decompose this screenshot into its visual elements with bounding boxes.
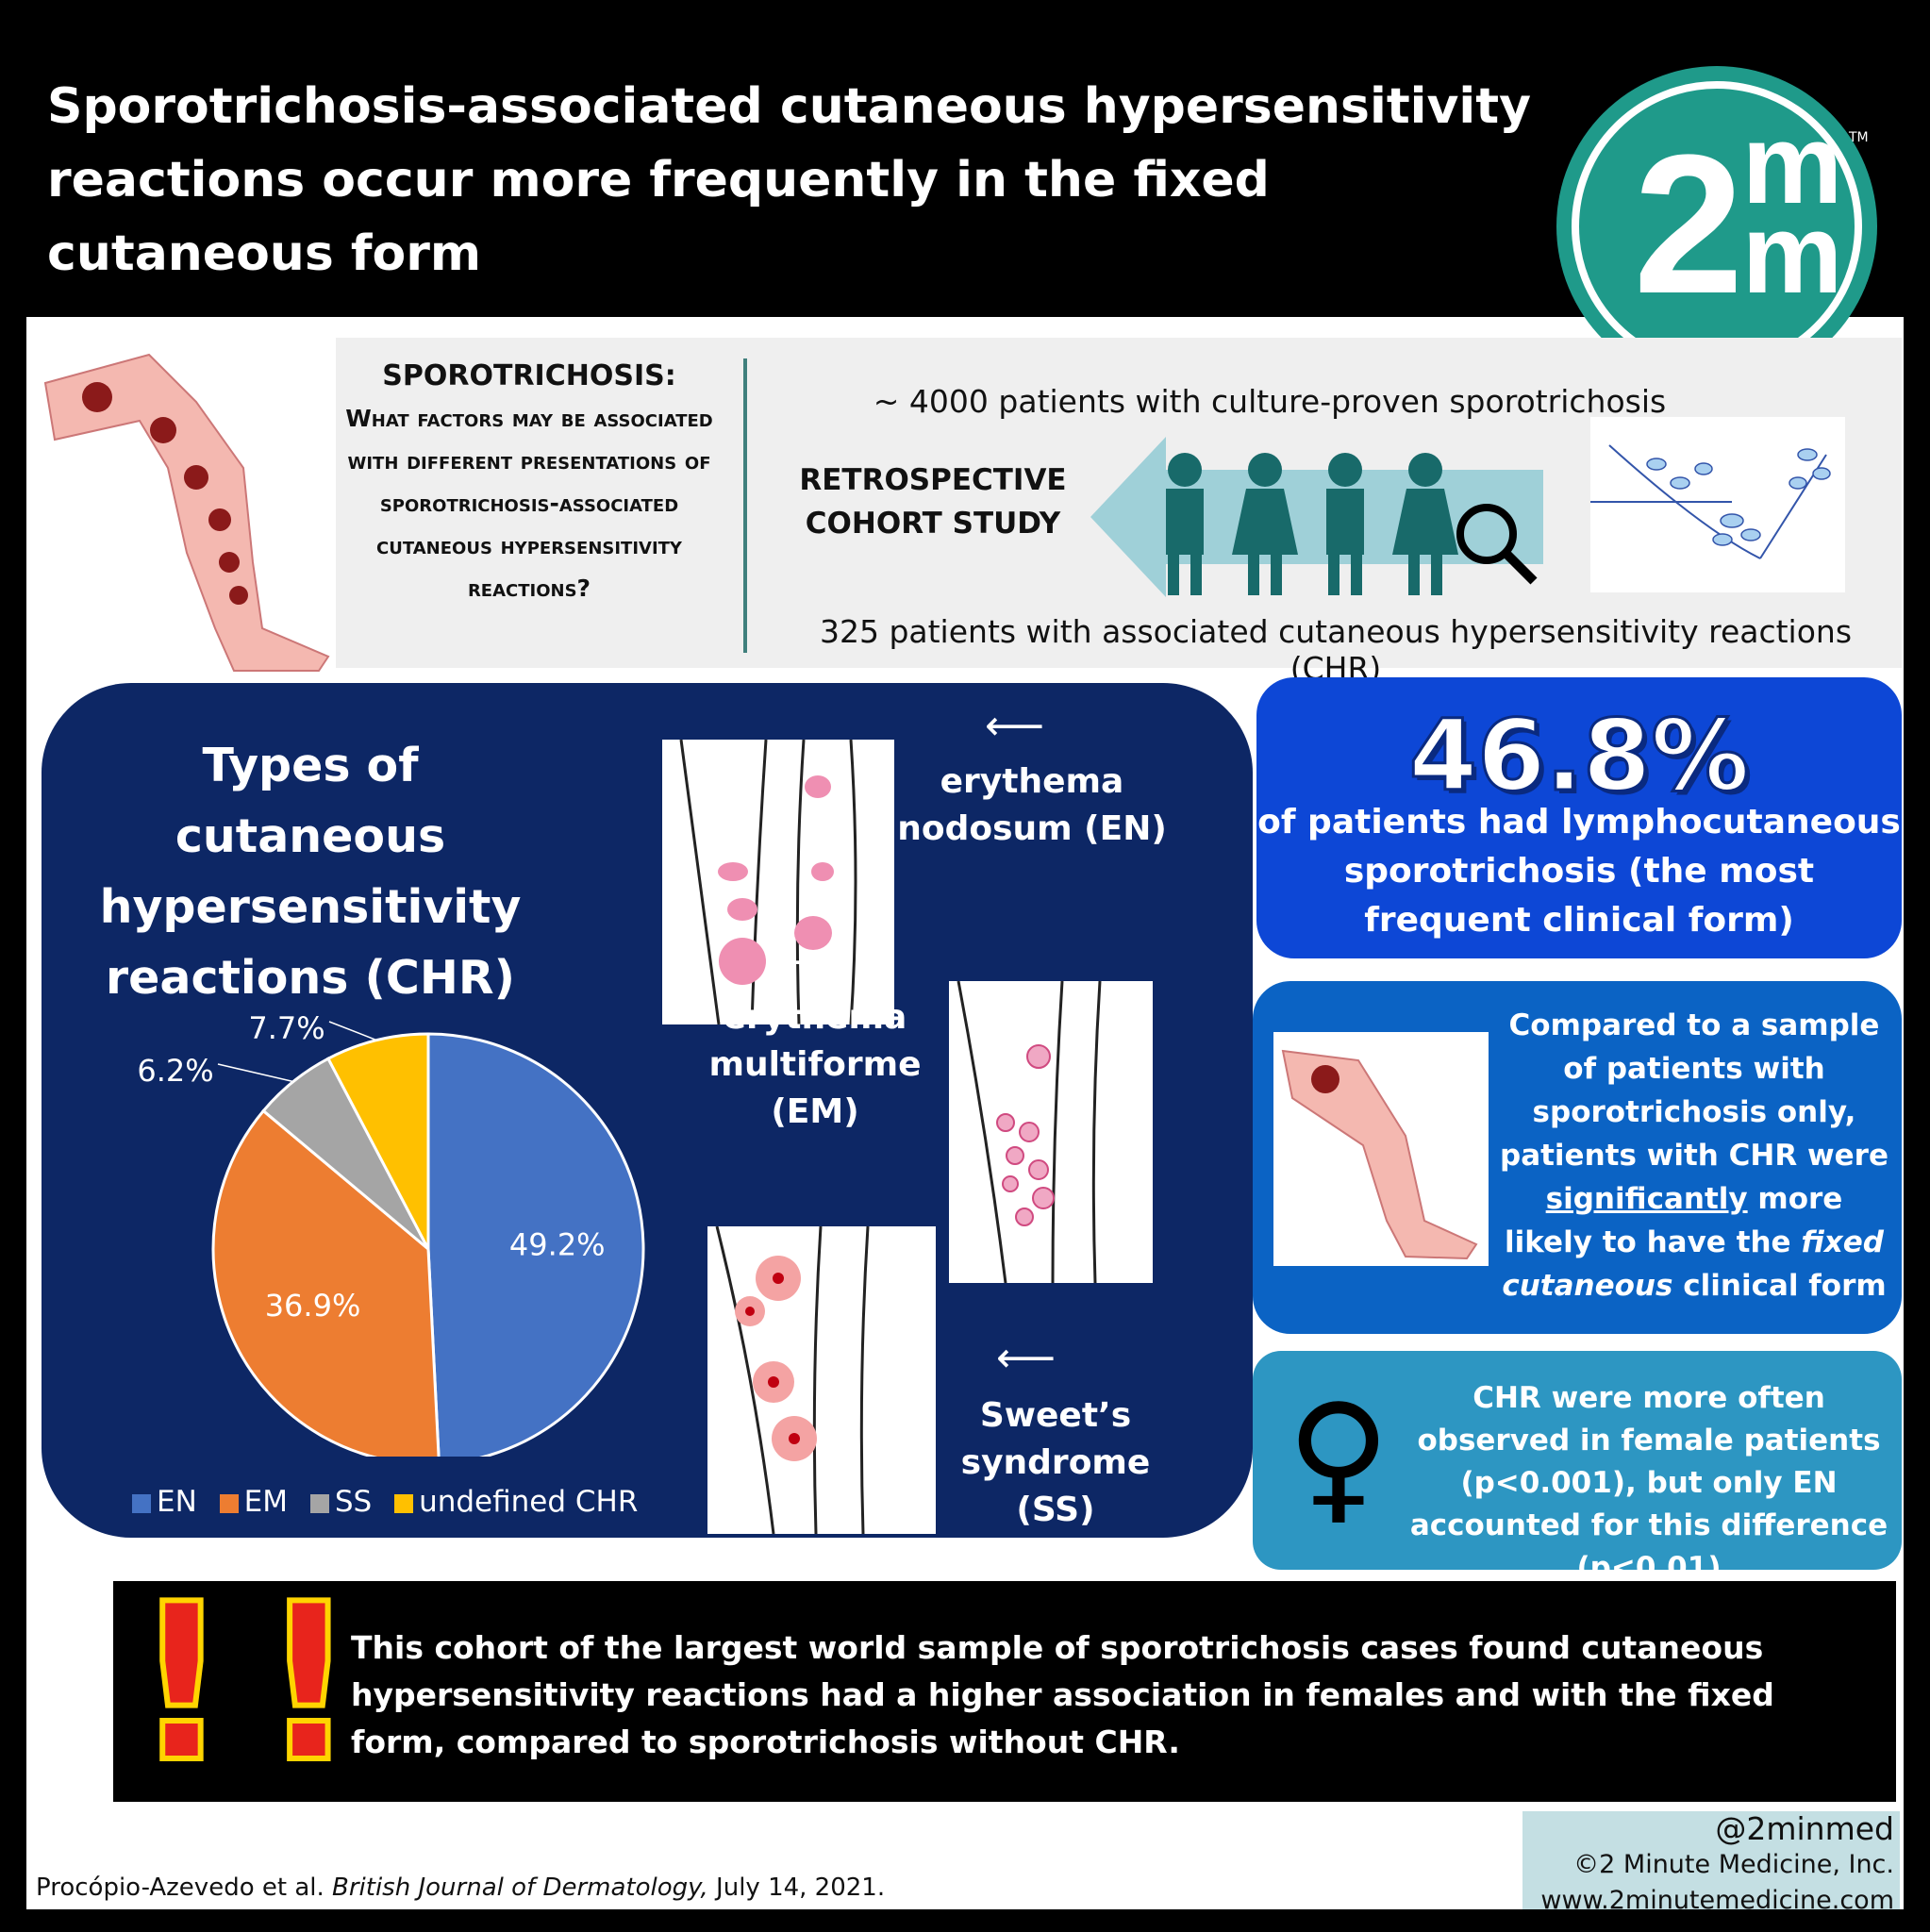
leg-illustration xyxy=(43,353,330,672)
slice-en xyxy=(426,1032,645,1457)
conclusion-text: This cohort of the largest world sample … xyxy=(351,1629,1774,1760)
pie-legend: EN EM SS undefined CHR xyxy=(132,1485,651,1519)
legend-item-en: EN xyxy=(132,1485,197,1519)
label-en: erythema nodosum (EN) xyxy=(897,762,1167,848)
fixed-form-card: Compared to a sample of patients with sp… xyxy=(1253,981,1902,1334)
logo-two: 2 xyxy=(1634,113,1744,335)
label-em: erythema multiforme (EM) xyxy=(708,998,922,1131)
leg-lesion-illustration xyxy=(1273,1032,1489,1266)
question-body: What factors may be associated with diff… xyxy=(345,405,713,602)
patients-arrow-icon xyxy=(1090,437,1543,597)
question-block: SPOROTRICHOSIS: What factors may be asso… xyxy=(336,355,723,609)
company: ©2 Minute Medicine, Inc. xyxy=(1573,1850,1894,1879)
citation: Procópio-Azevedo et al. British Journal … xyxy=(36,1874,886,1902)
credit-box: @2minmed ©2 Minute Medicine, Inc. www.2m… xyxy=(1522,1810,1900,1915)
lymphocutaneous-stat-card: 46.8% of patients had lymphocutaneous sp… xyxy=(1256,677,1902,958)
arrow-left-icon: ⟵ xyxy=(985,702,1045,750)
website-link[interactable]: www.2minutemedicine.com xyxy=(1540,1886,1894,1915)
legend-item-em: EM xyxy=(219,1485,288,1519)
en-illustration xyxy=(662,740,894,1024)
slice-em xyxy=(211,1108,441,1457)
logo-m-top: m xyxy=(1742,101,1843,227)
slice-undefined xyxy=(325,1032,430,1250)
cohort-size: ~ 4000 patients with culture-proven spor… xyxy=(873,383,1667,420)
title-bar: Sporotrichosis-associated cutaneous hype… xyxy=(26,43,1904,387)
female-text: CHR were more often observed in female p… xyxy=(1409,1381,1888,1585)
logo-m-bottom: m xyxy=(1742,191,1843,317)
arrow-left-icon-2: ⟵ xyxy=(996,1334,1057,1382)
page-title: Sporotrichosis-associated cutaneous hype… xyxy=(47,78,1531,282)
arrow-right-icon: ⟶ xyxy=(768,938,828,986)
brand-logo: 2 m m TM xyxy=(1556,66,1877,387)
chr-pie-chart: 49.2% 36.9% 6.2% 7.7% xyxy=(137,1010,645,1457)
leader-line-slice-undefined xyxy=(328,1021,377,1041)
twitter-handle: @2minmed xyxy=(1715,1810,1894,1847)
stat-text: of patients had lymphocutaneous sporotri… xyxy=(1257,803,1901,940)
legend-item-undefined: undefined CHR xyxy=(394,1485,638,1519)
study-design: RETROSPECTIVE COHORT STUDY xyxy=(799,463,1067,541)
pie-label-slice-ss: 6.2% xyxy=(137,1053,213,1089)
stat-value: 46.8% xyxy=(1407,697,1751,815)
conclusion-box: !! This cohort of the largest world samp… xyxy=(113,1559,1896,1810)
chr-types-panel: Types of cutaneous hypersensitivity reac… xyxy=(42,683,1253,1538)
chr-count: 325 patients with associated cutaneous h… xyxy=(819,613,1853,687)
pie-label-slice-en: 49.2% xyxy=(509,1227,606,1263)
label-ss: Sweet’s syndrome (SS) xyxy=(960,1396,1151,1529)
content-area: Sporotrichosis-associated cutaneous hype… xyxy=(26,43,1904,1915)
legend-item-ss: SS xyxy=(309,1485,372,1519)
em-illustration xyxy=(949,981,1153,1283)
female-card: ♀ CHR were more often observed in female… xyxy=(1253,1351,1902,1585)
magnifier-icon xyxy=(1456,504,1517,564)
ss-illustration xyxy=(707,1226,936,1534)
pie-label-slice-em: 36.9% xyxy=(265,1288,361,1324)
study-overview: SPOROTRICHOSIS: What factors may be asso… xyxy=(336,338,1902,687)
question-heading: SPOROTRICHOSIS: xyxy=(382,359,676,392)
divider xyxy=(743,358,747,653)
female-symbol-icon: ♀ xyxy=(1287,1374,1390,1539)
exclamation-icon: !! xyxy=(129,1558,387,1810)
compare-text: Compared to a sample of patients with sp… xyxy=(1500,1008,1888,1303)
logo-tm: TM xyxy=(1848,130,1869,145)
pie-label-slice-undefined: 7.7% xyxy=(248,1010,324,1046)
types-title: Types of cutaneous hypersensitivity reac… xyxy=(99,739,522,1005)
leader-line-slice-ss xyxy=(217,1063,294,1083)
fungus-illustration xyxy=(1590,417,1845,592)
